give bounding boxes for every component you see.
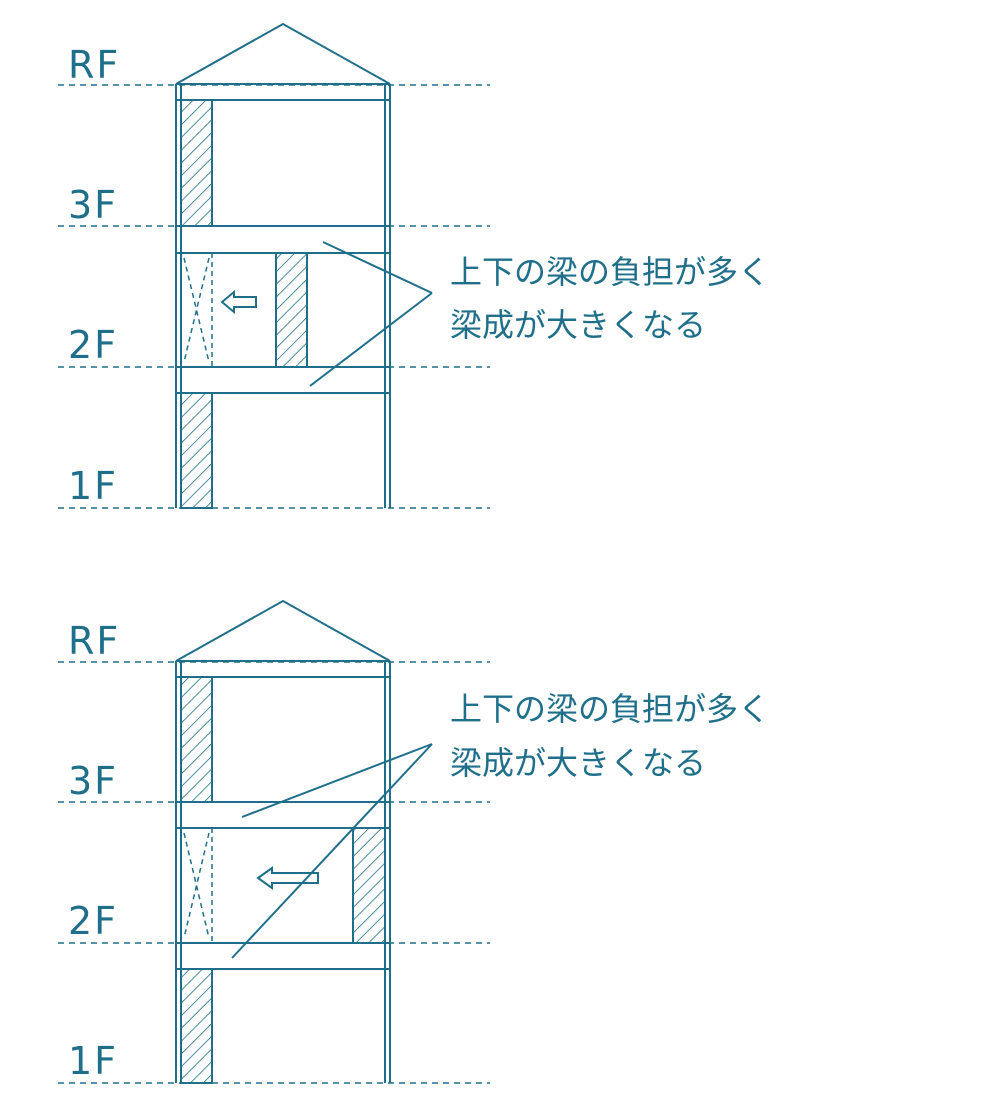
floor-label-3f: 3F <box>68 759 118 803</box>
annotation-leaders <box>309 241 433 387</box>
floor-label-2f: 2F <box>68 323 118 367</box>
wall-2f-moved <box>275 252 308 368</box>
former-wall-position <box>183 253 213 367</box>
floor-label-2f: 2F <box>68 899 118 943</box>
beam-2f <box>176 942 390 970</box>
annotation-leaders <box>231 743 433 959</box>
left-arrow-icon <box>256 866 319 890</box>
floor-label-rf: RF <box>68 43 120 87</box>
floor-label-1f: 1F <box>68 1039 118 1083</box>
diagram-top: RF 3F 2F 1F <box>58 22 770 509</box>
beam-2f <box>176 366 390 394</box>
roof <box>175 22 391 85</box>
wall-1f <box>180 392 213 509</box>
annotation-line-2: 梁成が大きくなる <box>450 744 706 782</box>
floor-label-3f: 3F <box>68 183 118 227</box>
roof <box>175 599 391 662</box>
annotation-line-1: 上下の梁の負担が多く <box>450 690 770 728</box>
left-arrow-icon <box>220 289 257 315</box>
floor-label-rf: RF <box>68 619 120 663</box>
diagram-bottom: RF 3F 2F 1F <box>58 599 770 1084</box>
wall-3f <box>180 676 213 803</box>
beam-3f <box>176 225 390 254</box>
former-wall-position <box>183 828 213 943</box>
floor-label-1f: 1F <box>68 464 118 508</box>
wall-1f <box>180 968 213 1084</box>
annotation-line-1: 上下の梁の負担が多く <box>450 253 770 291</box>
annotation-line-2: 梁成が大きくなる <box>450 306 706 344</box>
wall-3f <box>180 99 213 227</box>
wall-2f-moved <box>352 827 386 944</box>
